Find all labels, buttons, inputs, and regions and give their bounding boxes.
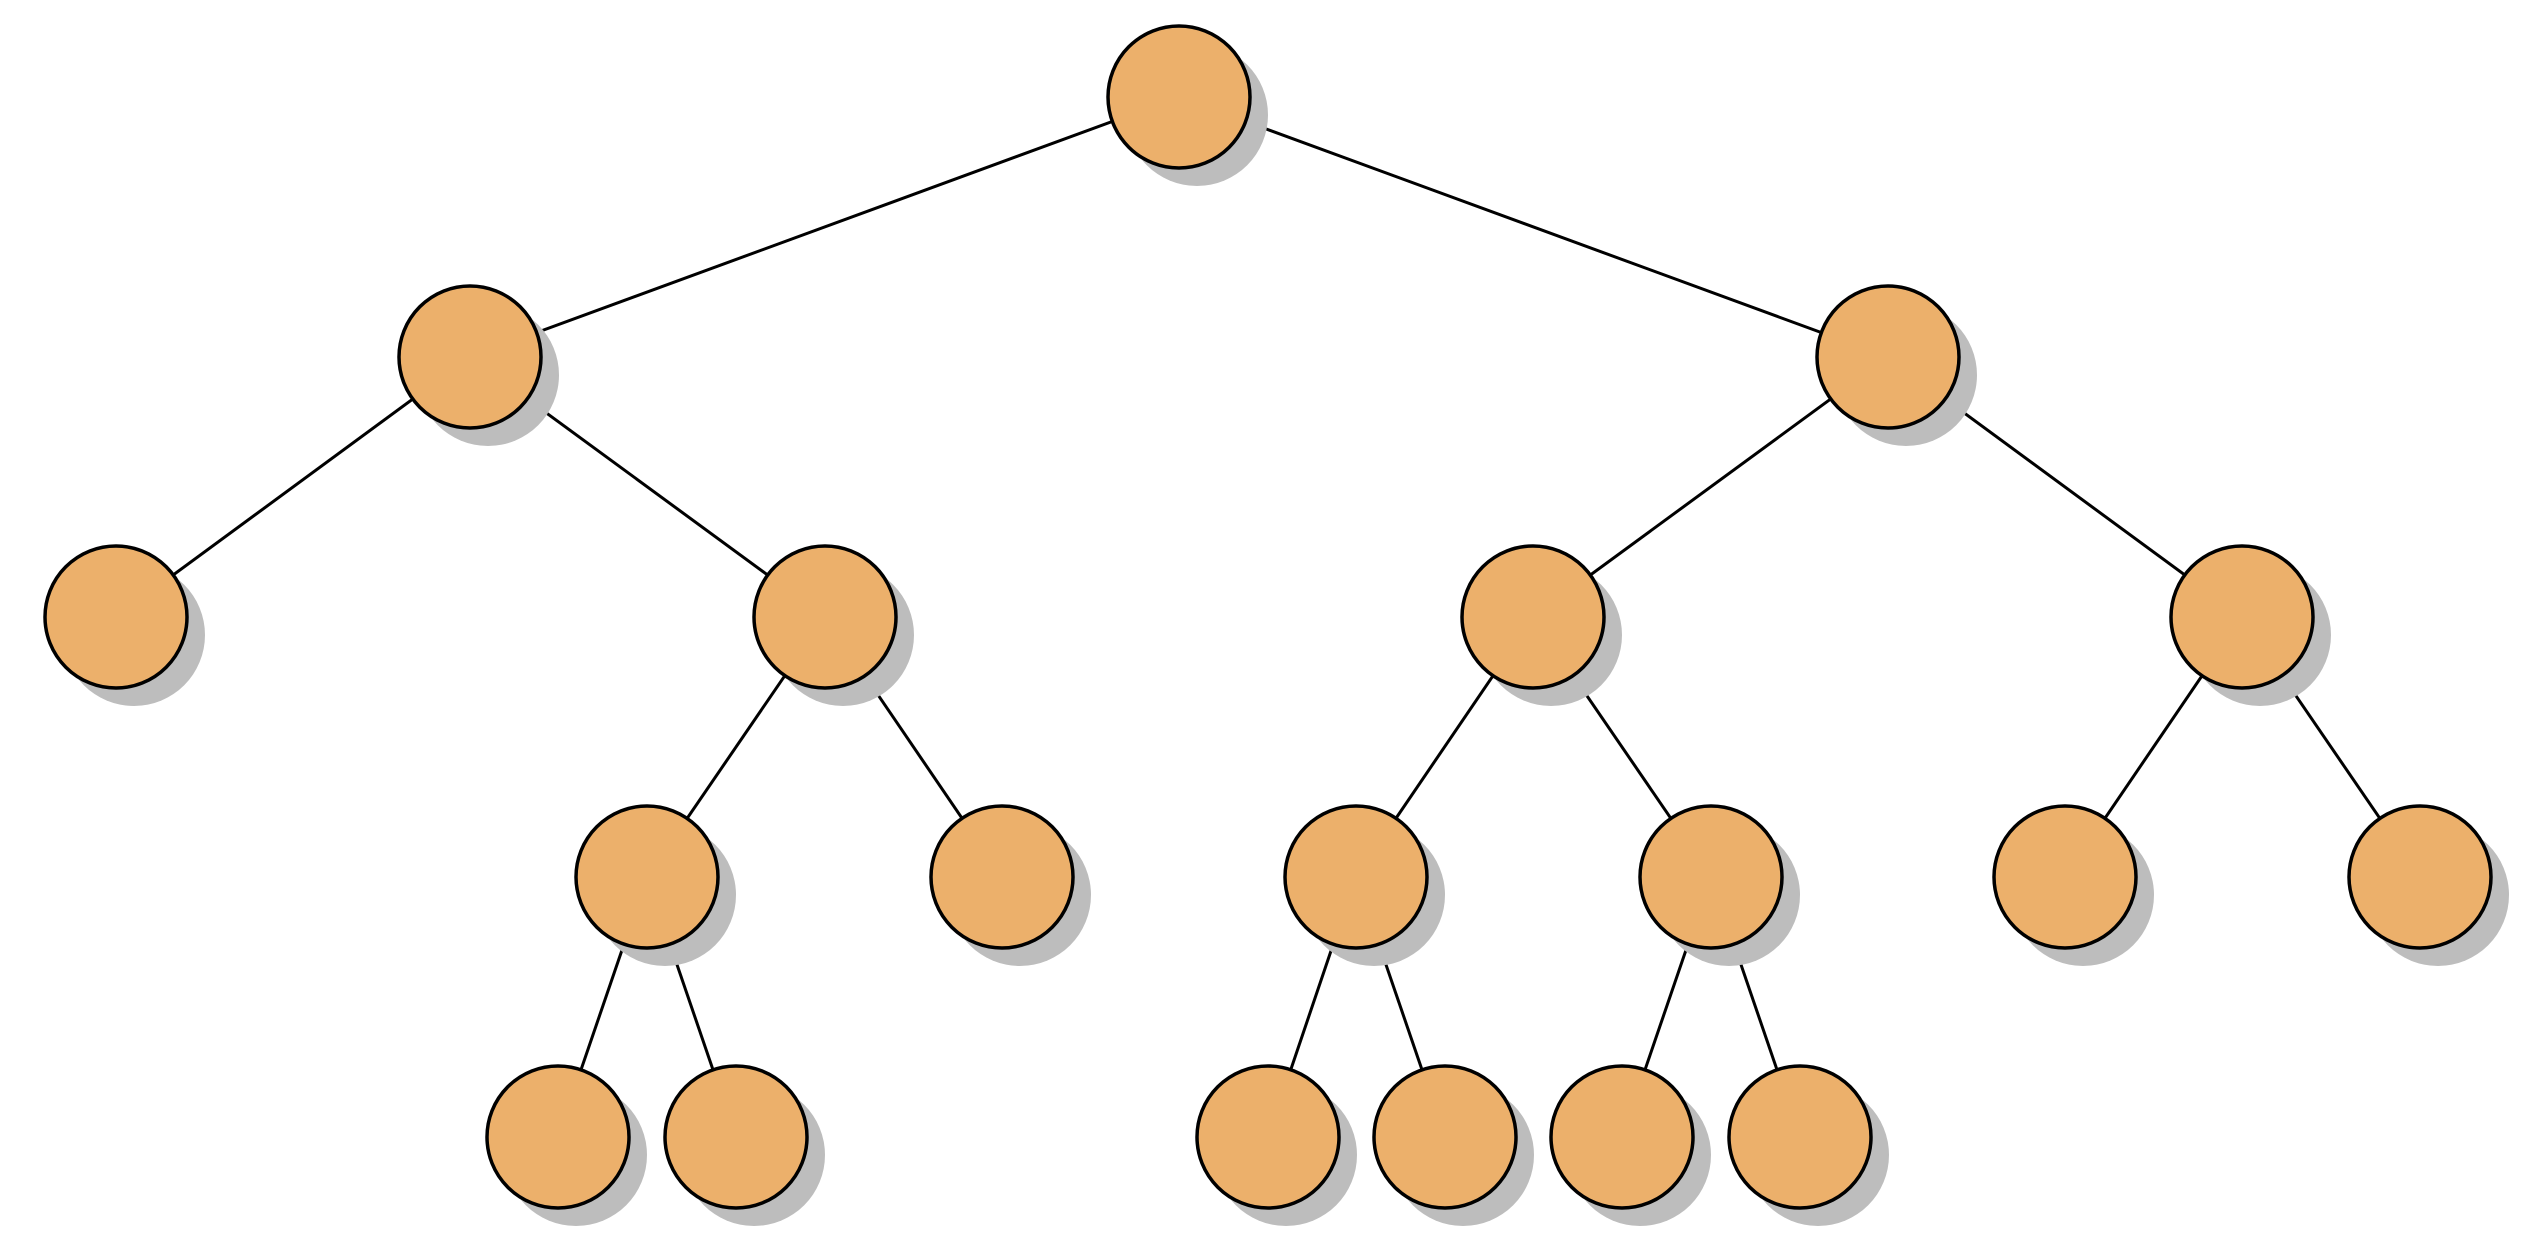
tree-node-n14: [485, 1064, 631, 1210]
tree-node-n12: [1992, 804, 2138, 950]
tree-node-n16: [1195, 1064, 1341, 1210]
edge-n1-n2: [469, 95, 1180, 359]
tree-node-n3: [1815, 284, 1961, 430]
tree-node-n19: [1727, 1064, 1873, 1210]
tree-node-n1: [1106, 24, 1252, 170]
tree-node-n4: [43, 544, 189, 690]
tree-node-n2: [397, 284, 543, 430]
tree-node-n8: [574, 804, 720, 950]
tree-node-n13: [2347, 804, 2493, 950]
tree-node-n10: [1283, 804, 1429, 950]
tree-node-n5: [752, 544, 898, 690]
nodes-layer: [43, 24, 2493, 1210]
tree-node-n17: [1372, 1064, 1518, 1210]
edge-n1-n3: [1178, 95, 1889, 359]
tree-node-n18: [1549, 1064, 1695, 1210]
tree-node-n9: [929, 804, 1075, 950]
tree-node-n6: [1460, 544, 1606, 690]
shadows-layer: [63, 44, 2509, 1226]
tree-node-n15: [663, 1064, 809, 1210]
tree-node-n11: [1638, 804, 1784, 950]
edge-n2-n4: [115, 355, 471, 619]
edges-layer: [115, 95, 2422, 1138]
edge-n3-n6: [1532, 355, 1889, 619]
tree-node-n7: [2169, 544, 2315, 690]
